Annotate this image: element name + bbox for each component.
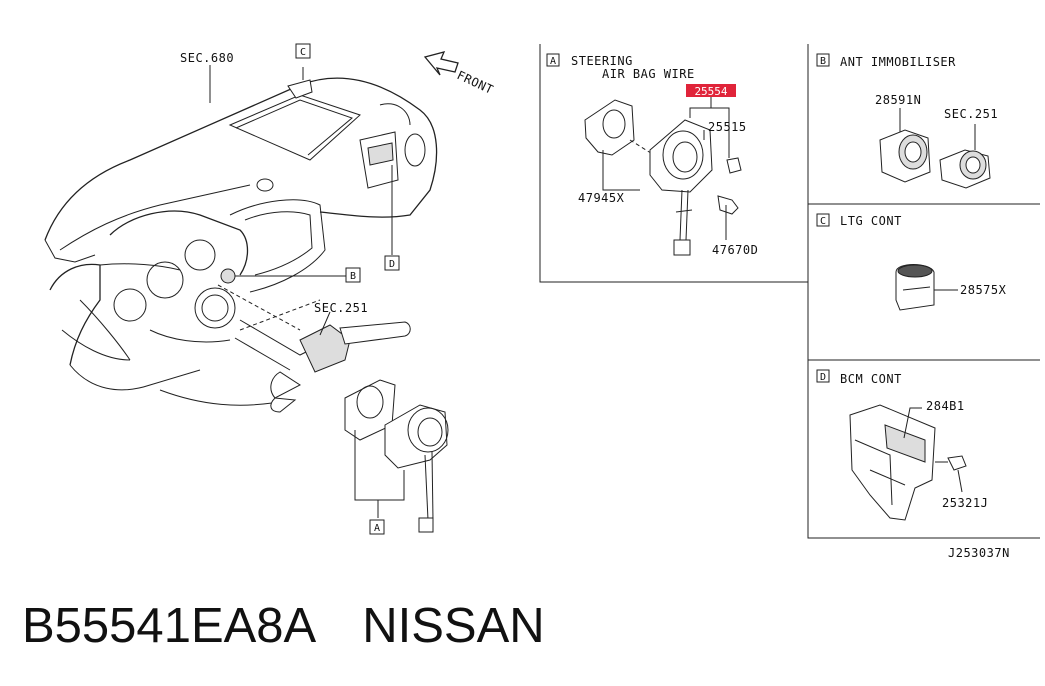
- callout-a-label: A: [374, 523, 380, 534]
- panel-a-letter: A: [550, 56, 556, 67]
- panel-b-sec-251-label[interactable]: SEC.251: [944, 107, 998, 121]
- dashboard-illustration: [44, 65, 438, 413]
- panel-c-letter: C: [820, 216, 826, 227]
- panel-b-letter: B: [820, 56, 826, 67]
- panel-c: C LTG CONT: [816, 213, 958, 311]
- panel-b: B ANT IMMOBILISER: [816, 53, 991, 189]
- panel-c-title: LTG CONT: [840, 214, 902, 228]
- part-number: B55541EA8A: [22, 599, 317, 653]
- front-arrow-icon: [423, 51, 459, 76]
- part-28591n-label[interactable]: 28591N: [875, 93, 921, 107]
- spiral-cable-illustration: [344, 379, 449, 533]
- screw-icon[interactable]: [717, 195, 739, 215]
- callout-d-label: D: [389, 259, 395, 270]
- part-25515-label[interactable]: 25515: [708, 120, 747, 134]
- part-25554-label[interactable]: 25554: [694, 85, 727, 98]
- callout-a[interactable]: A: [369, 519, 385, 535]
- part-47670d-label[interactable]: 47670D: [712, 243, 758, 257]
- part-284b1-label[interactable]: 284B1: [926, 399, 965, 413]
- bolt-25321j-icon[interactable]: [947, 455, 967, 471]
- bcm-284b1-icon[interactable]: [849, 404, 936, 521]
- part-47945x-label[interactable]: 47945X: [578, 191, 625, 205]
- callout-c[interactable]: C: [295, 43, 311, 59]
- panel-a: A STEERING AIR BAG WIRE 25554: [546, 53, 742, 256]
- panel-a-title-1: STEERING: [571, 54, 633, 68]
- sec-251-label[interactable]: SEC.251: [314, 301, 368, 315]
- front-label: FRONT: [455, 68, 496, 97]
- sec-680-label[interactable]: SEC.680: [180, 51, 234, 65]
- callout-c-label: C: [300, 47, 306, 58]
- callout-b-label: B: [350, 271, 356, 282]
- part-28575x-label[interactable]: 28575X: [960, 283, 1007, 297]
- callout-d[interactable]: D: [384, 255, 400, 271]
- panel-b-title: ANT IMMOBILISER: [840, 55, 956, 69]
- panel-a-title-2: AIR BAG WIRE: [602, 67, 695, 81]
- panel-borders: [539, 44, 1040, 539]
- panel-d-title: BCM CONT: [840, 372, 902, 386]
- caption: B55541EA8A NISSAN: [22, 598, 545, 654]
- diagram-code: J253037N: [948, 546, 1010, 560]
- part-25515-icon[interactable]: [726, 157, 742, 174]
- highlight-box: [686, 84, 736, 97]
- callout-b[interactable]: B: [345, 267, 361, 283]
- brand-name: NISSAN: [362, 599, 545, 653]
- panel-d-letter: D: [820, 372, 826, 383]
- panel-d: D BCM CONT: [816, 369, 967, 521]
- part-25321j-label[interactable]: 25321J: [942, 496, 988, 510]
